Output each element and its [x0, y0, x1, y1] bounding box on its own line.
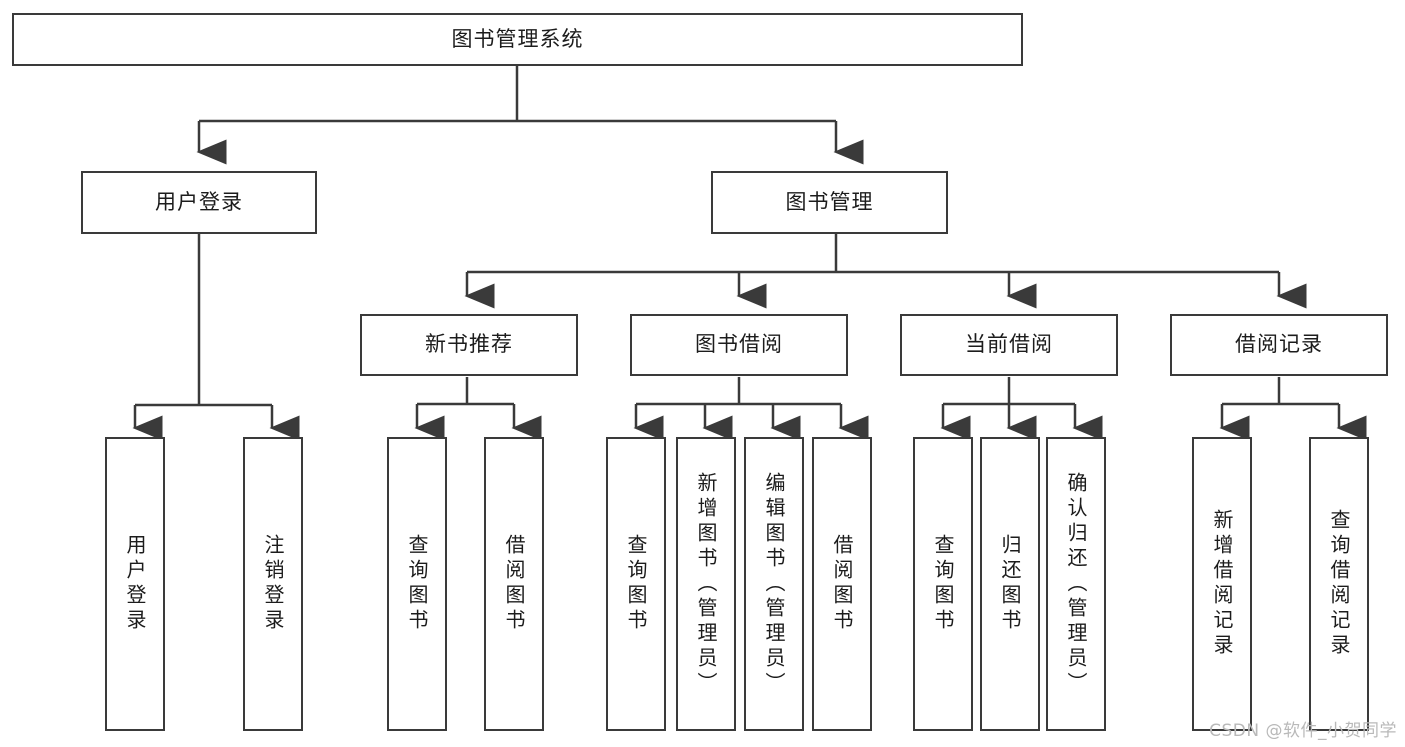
leaf-return-book-label: 归还图书 — [998, 534, 1022, 634]
leaf-return-book[interactable]: 归还图书 — [980, 437, 1040, 731]
node-new-book-recommend[interactable]: 新书推荐 — [360, 314, 578, 376]
node-book-borrow-label: 图书借阅 — [695, 332, 783, 357]
node-current-borrow[interactable]: 当前借阅 — [900, 314, 1118, 376]
node-book-borrow[interactable]: 图书借阅 — [630, 314, 848, 376]
leaf-confirm-return-admin[interactable]: 确认归还（管理员） — [1046, 437, 1106, 731]
leaf-query-book-borrow-label: 查询图书 — [624, 534, 648, 634]
node-borrow-record[interactable]: 借阅记录 — [1170, 314, 1388, 376]
leaf-query-borrow-record-label: 查询借阅记录 — [1327, 509, 1351, 659]
node-new-book-recommend-label: 新书推荐 — [425, 332, 513, 357]
node-book-management-label: 图书管理 — [785, 189, 874, 214]
leaf-add-book-admin[interactable]: 新增图书（管理员） — [676, 437, 736, 731]
leaf-query-book-recommend-label: 查询图书 — [405, 534, 429, 634]
leaf-query-borrow-record[interactable]: 查询借阅记录 — [1309, 437, 1369, 731]
node-borrow-record-label: 借阅记录 — [1235, 332, 1323, 357]
leaf-edit-book-admin[interactable]: 编辑图书（管理员） — [744, 437, 804, 731]
leaf-add-borrow-record[interactable]: 新增借阅记录 — [1192, 437, 1252, 731]
leaf-query-book-current[interactable]: 查询图书 — [913, 437, 973, 731]
node-user-login-label: 用户登录 — [155, 189, 243, 214]
node-user-login[interactable]: 用户登录 — [81, 171, 317, 234]
leaf-logout-login-label: 注销登录 — [261, 534, 285, 634]
leaf-borrow-book-recommend[interactable]: 借阅图书 — [484, 437, 544, 731]
watermark: CSDN @软件_小贺同学 — [1209, 721, 1397, 741]
leaf-borrow-book[interactable]: 借阅图书 — [812, 437, 872, 731]
leaf-user-login-label: 用户登录 — [123, 534, 147, 634]
node-book-management[interactable]: 图书管理 — [711, 171, 948, 234]
leaf-query-book-borrow[interactable]: 查询图书 — [606, 437, 666, 731]
leaf-query-book-current-label: 查询图书 — [931, 534, 955, 634]
leaf-borrow-book-label: 借阅图书 — [830, 534, 854, 634]
node-current-borrow-label: 当前借阅 — [965, 332, 1053, 357]
leaf-borrow-book-recommend-label: 借阅图书 — [502, 534, 526, 634]
leaf-edit-book-admin-label: 编辑图书（管理员） — [762, 471, 786, 697]
leaf-query-book-recommend[interactable]: 查询图书 — [387, 437, 447, 731]
node-root[interactable]: 图书管理系统 — [12, 13, 1023, 66]
leaf-add-book-admin-label: 新增图书（管理员） — [694, 471, 718, 697]
leaf-user-login[interactable]: 用户登录 — [105, 437, 165, 731]
node-root-label: 图书管理系统 — [451, 26, 584, 51]
leaf-confirm-return-admin-label: 确认归还（管理员） — [1064, 471, 1088, 697]
leaf-add-borrow-record-label: 新增借阅记录 — [1210, 509, 1234, 659]
leaf-logout-login[interactable]: 注销登录 — [243, 437, 303, 731]
